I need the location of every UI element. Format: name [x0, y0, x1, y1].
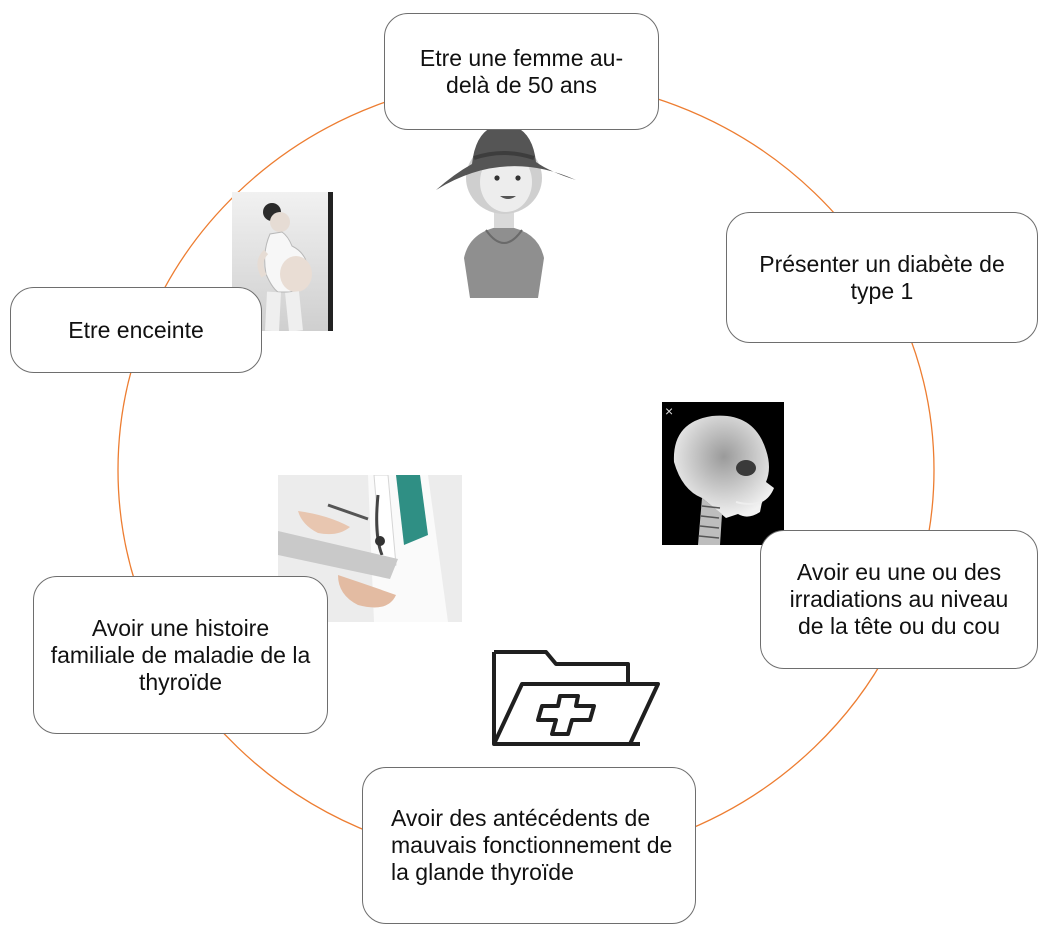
node-label: Etre une femme au-delà de 50 ans — [419, 44, 624, 98]
node-family-history: Avoir une histoire familiale de maladie … — [33, 576, 328, 734]
node-irradiation: Avoir eu une ou des irradiations au nive… — [760, 530, 1038, 669]
doctor-clipboard-icon — [278, 475, 462, 622]
node-diabetes: Présenter un diabète de type 1 — [726, 212, 1038, 343]
node-label: Avoir des antécédents de mauvais fonctio… — [391, 805, 673, 885]
skull-xray-icon: × — [662, 402, 784, 545]
svg-text:×: × — [665, 403, 673, 419]
node-pregnant: Etre enceinte — [10, 287, 262, 373]
node-label: Présenter un diabète de type 1 — [759, 250, 1005, 304]
woman-hat-icon — [430, 118, 578, 298]
node-thyroid-history: Avoir des antécédents de mauvais fonctio… — [362, 767, 696, 924]
medical-folder-icon — [490, 646, 662, 748]
node-label: Avoir eu une ou des irradiations au nive… — [789, 559, 1009, 639]
node-label: Etre enceinte — [68, 316, 204, 343]
node-woman-over-50: Etre une femme au-delà de 50 ans — [384, 13, 659, 130]
node-label: Avoir une histoire familiale de maladie … — [50, 614, 311, 695]
pregnant-woman-icon — [232, 192, 333, 331]
